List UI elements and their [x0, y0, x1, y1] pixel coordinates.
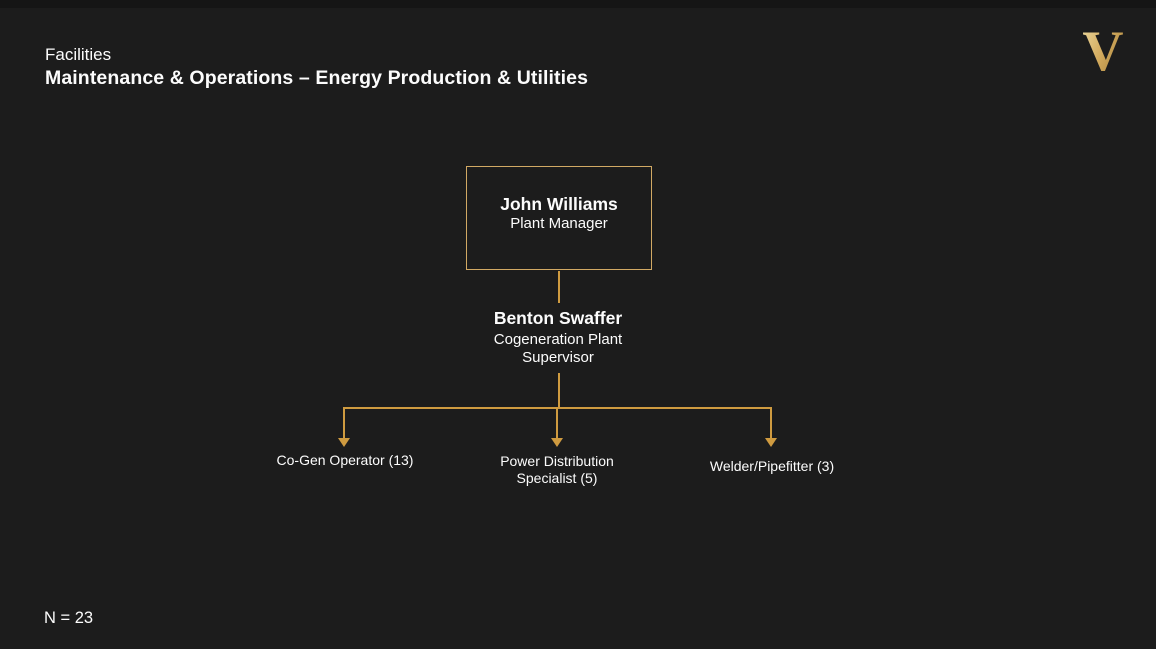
- arrow-down-icon: [551, 438, 563, 447]
- connector-root-to-supervisor: [558, 271, 560, 303]
- org-node-name: Benton Swaffer: [493, 308, 623, 328]
- vanderbilt-v-logo-icon: V: [1070, 22, 1136, 82]
- branch-arrow-stem: [343, 407, 345, 438]
- slide-title: Maintenance & Operations – Energy Produc…: [45, 67, 589, 89]
- org-node-welder-pipefitter: Welder/Pipefitter (3): [709, 458, 835, 474]
- branch-arrow-stem: [556, 407, 558, 438]
- headcount-note: N = 23: [44, 609, 94, 627]
- org-node-name: John Williams: [500, 194, 618, 214]
- branch-arrow-stem: [770, 407, 772, 438]
- org-node-cogen-operator: Co-Gen Operator (13): [276, 452, 414, 468]
- arrow-down-icon: [765, 438, 777, 447]
- arrow-down-icon: [338, 438, 350, 447]
- branch-arrow: [338, 407, 350, 447]
- top-edge-strip: [0, 0, 1156, 8]
- slide-header: Facilities Maintenance & Operations – En…: [45, 44, 588, 91]
- department-label: Facilities: [45, 45, 112, 64]
- org-node-supervisor: Benton Swaffer Cogeneration Plant Superv…: [473, 307, 643, 367]
- branch-horizontal-line: [344, 407, 772, 409]
- org-node-power-distribution-specialist: Power Distribution Specialist (5): [500, 453, 614, 486]
- org-node-title: Plant Manager: [510, 215, 608, 232]
- branch-arrow: [765, 407, 777, 447]
- branch-arrow: [551, 407, 563, 447]
- org-node-title: Cogeneration Plant Supervisor: [493, 331, 623, 366]
- connector-supervisor-to-branch: [558, 373, 560, 407]
- org-node-plant-manager: John Williams Plant Manager: [466, 166, 652, 270]
